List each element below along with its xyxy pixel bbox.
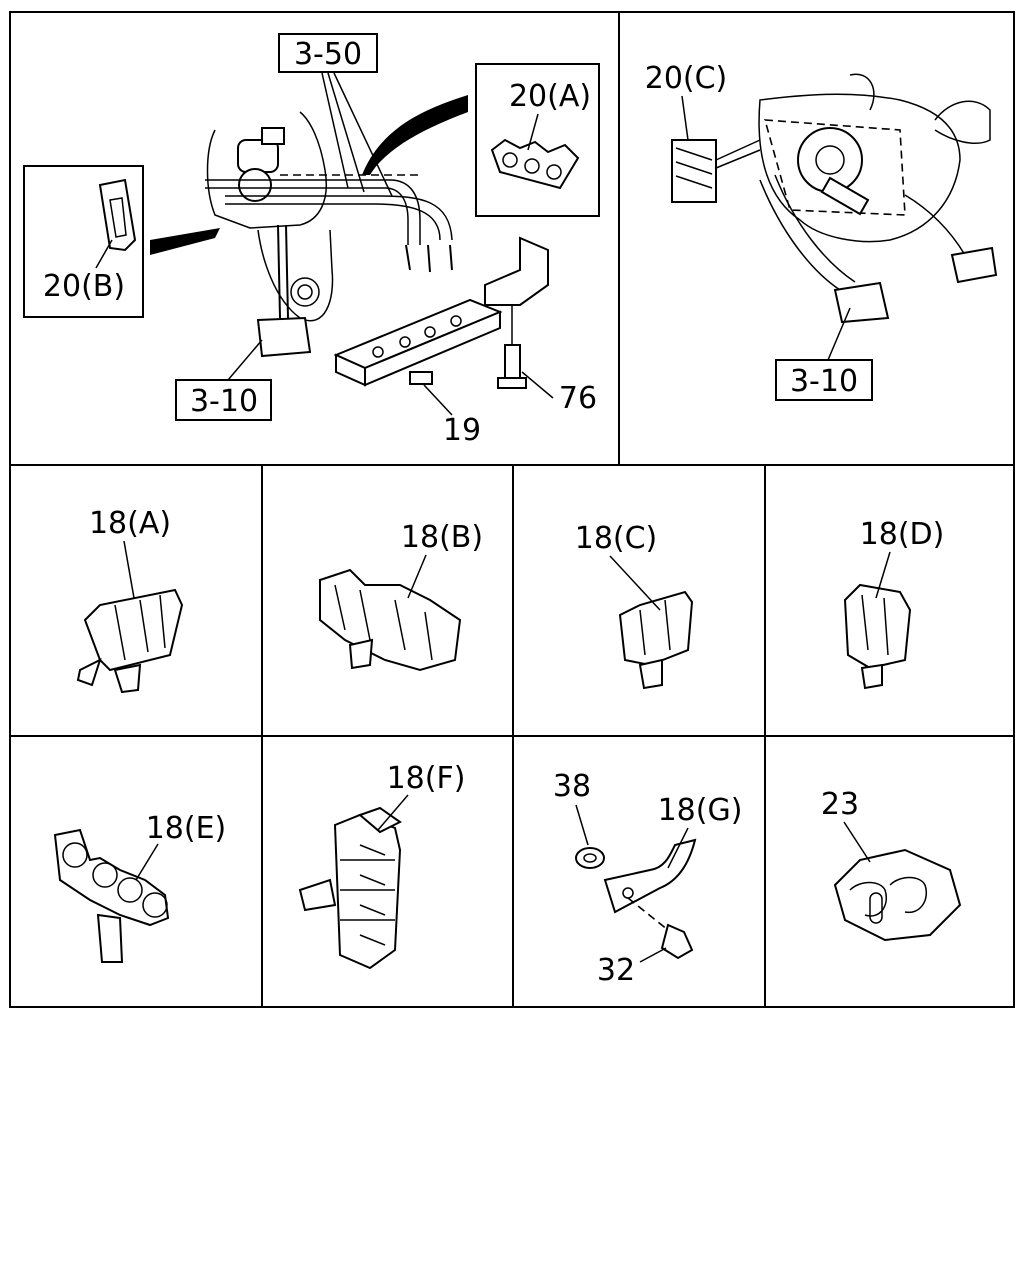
pedal-bracket-illustration bbox=[758, 73, 998, 324]
part-23-label: 23 bbox=[821, 787, 859, 822]
part-18g-label: 18(G) bbox=[658, 793, 743, 828]
part-18a-label: 18(A) bbox=[89, 506, 171, 541]
pedal-assembly-illustration bbox=[150, 95, 549, 389]
clip-20a-inset bbox=[475, 63, 600, 217]
ref-3-10-left-box bbox=[175, 379, 272, 421]
part-38-label: 38 bbox=[553, 769, 591, 804]
ref-3-50-box bbox=[278, 33, 378, 73]
clip-20c-illustration bbox=[671, 139, 761, 203]
clip-18b-illustration bbox=[319, 568, 462, 672]
clip-20b-inset bbox=[23, 165, 144, 318]
ref-3-10-left-label: 3-10 bbox=[190, 384, 258, 419]
ref-3-10-right-box bbox=[775, 359, 873, 401]
ref-3-10-right-label: 3-10 bbox=[790, 364, 858, 399]
clip-18a-illustration bbox=[76, 588, 184, 694]
part-19-label: 19 bbox=[443, 413, 481, 448]
part-18b-label: 18(B) bbox=[401, 520, 483, 555]
part-20b-label: 20(B) bbox=[43, 269, 125, 304]
part-20a-label: 20(A) bbox=[509, 79, 591, 114]
clip-18f-illustration bbox=[298, 806, 402, 970]
part-20c-label: 20(C) bbox=[645, 61, 728, 96]
part-32-label: 32 bbox=[597, 953, 635, 988]
part-18c-label: 18(C) bbox=[575, 521, 658, 556]
clip-18e-illustration bbox=[53, 828, 170, 963]
clip-18g-illustration bbox=[575, 838, 697, 960]
part-18d-label: 18(D) bbox=[860, 517, 945, 552]
part-18f-label: 18(F) bbox=[387, 761, 466, 796]
clip-23-illustration bbox=[833, 848, 962, 942]
part-76-label: 76 bbox=[559, 381, 597, 416]
panel-grid bbox=[9, 11, 1015, 1008]
clip-18d-illustration bbox=[843, 583, 912, 690]
ref-3-50-label: 3-50 bbox=[294, 37, 362, 72]
part-18e-label: 18(E) bbox=[146, 811, 227, 846]
clip-18c-illustration bbox=[618, 590, 694, 690]
